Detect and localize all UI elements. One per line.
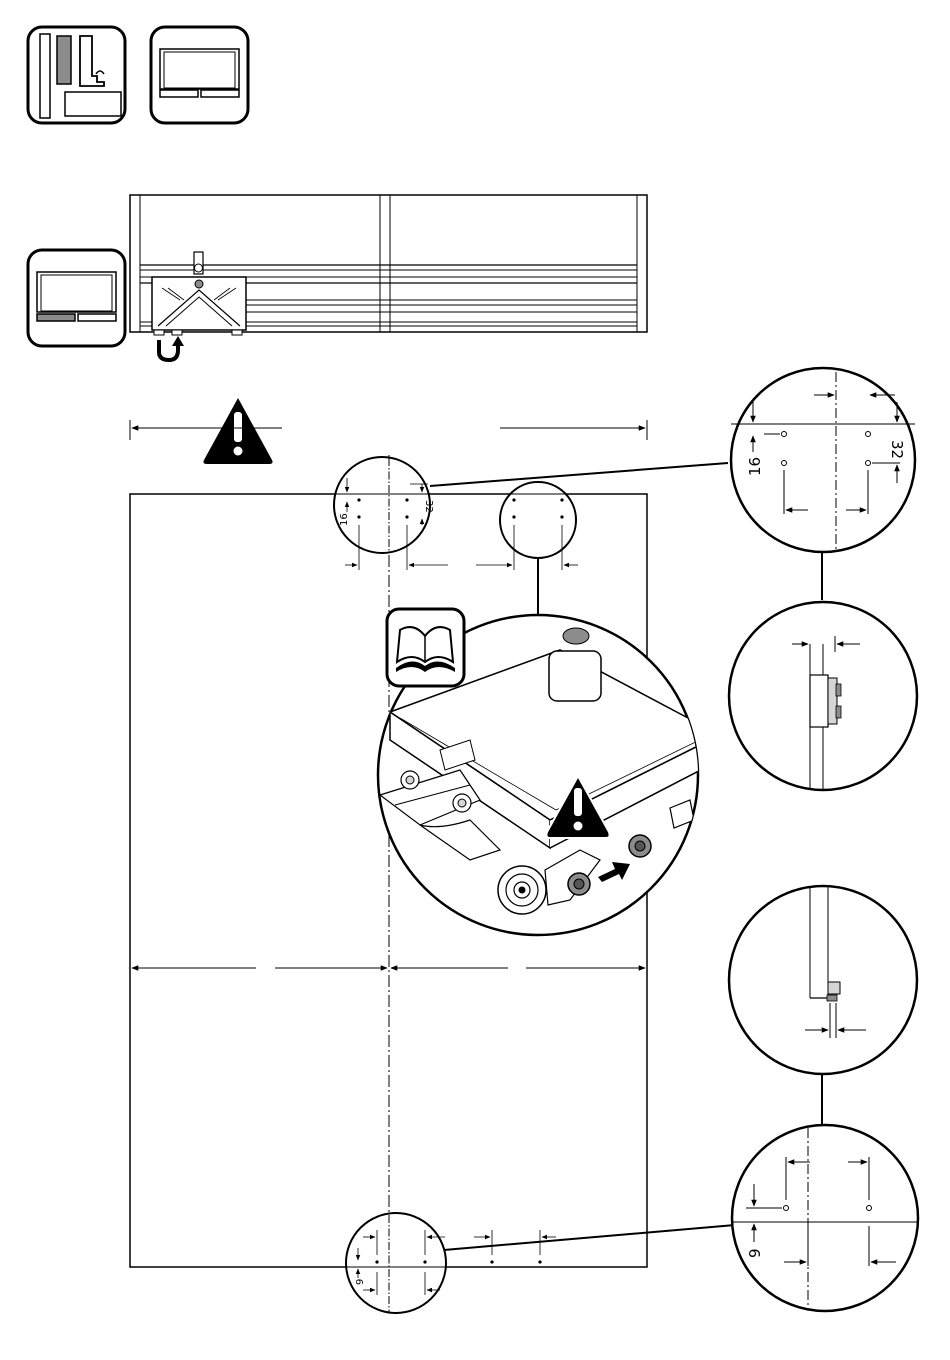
big-drill-offset-32-label: 32 xyxy=(888,440,906,459)
bottom-drill-offset-9-label: 9 xyxy=(355,1279,366,1285)
panel-edge-detail-circle-bottom xyxy=(729,886,917,1074)
panel-edge-detail-circle-top xyxy=(729,602,917,790)
top-drill-offset-16-label: 16 xyxy=(339,513,350,526)
zoom-connector-bottom xyxy=(444,1225,735,1250)
warning-triangle-icon xyxy=(203,398,272,464)
top-drill-offset-32-label: 32 xyxy=(423,500,434,513)
rotate-arrow-icon xyxy=(159,336,184,360)
cabinet-left-panel-highlight-icon xyxy=(28,250,125,346)
big-drill-offset-16-label: 16 xyxy=(746,457,764,476)
cabinet-top-view-icon xyxy=(151,27,248,123)
overall-width-dimension xyxy=(130,420,647,440)
big-drill-zoom-circle-bottom: 9 xyxy=(732,1125,918,1311)
zoom-connector-top xyxy=(430,463,728,486)
profile-section-icon xyxy=(28,27,125,123)
top-drill-zoom-circle: 16 32 xyxy=(332,457,448,570)
big-drill-zoom-circle-top: 16 32 xyxy=(731,368,915,552)
second-drill-zoom-circle xyxy=(476,482,578,615)
open-book-icon xyxy=(387,609,464,686)
bottom-drill-zoom-circle: 9 xyxy=(346,1213,556,1313)
big-bottom-drill-offset-9-label: 9 xyxy=(746,1248,764,1258)
